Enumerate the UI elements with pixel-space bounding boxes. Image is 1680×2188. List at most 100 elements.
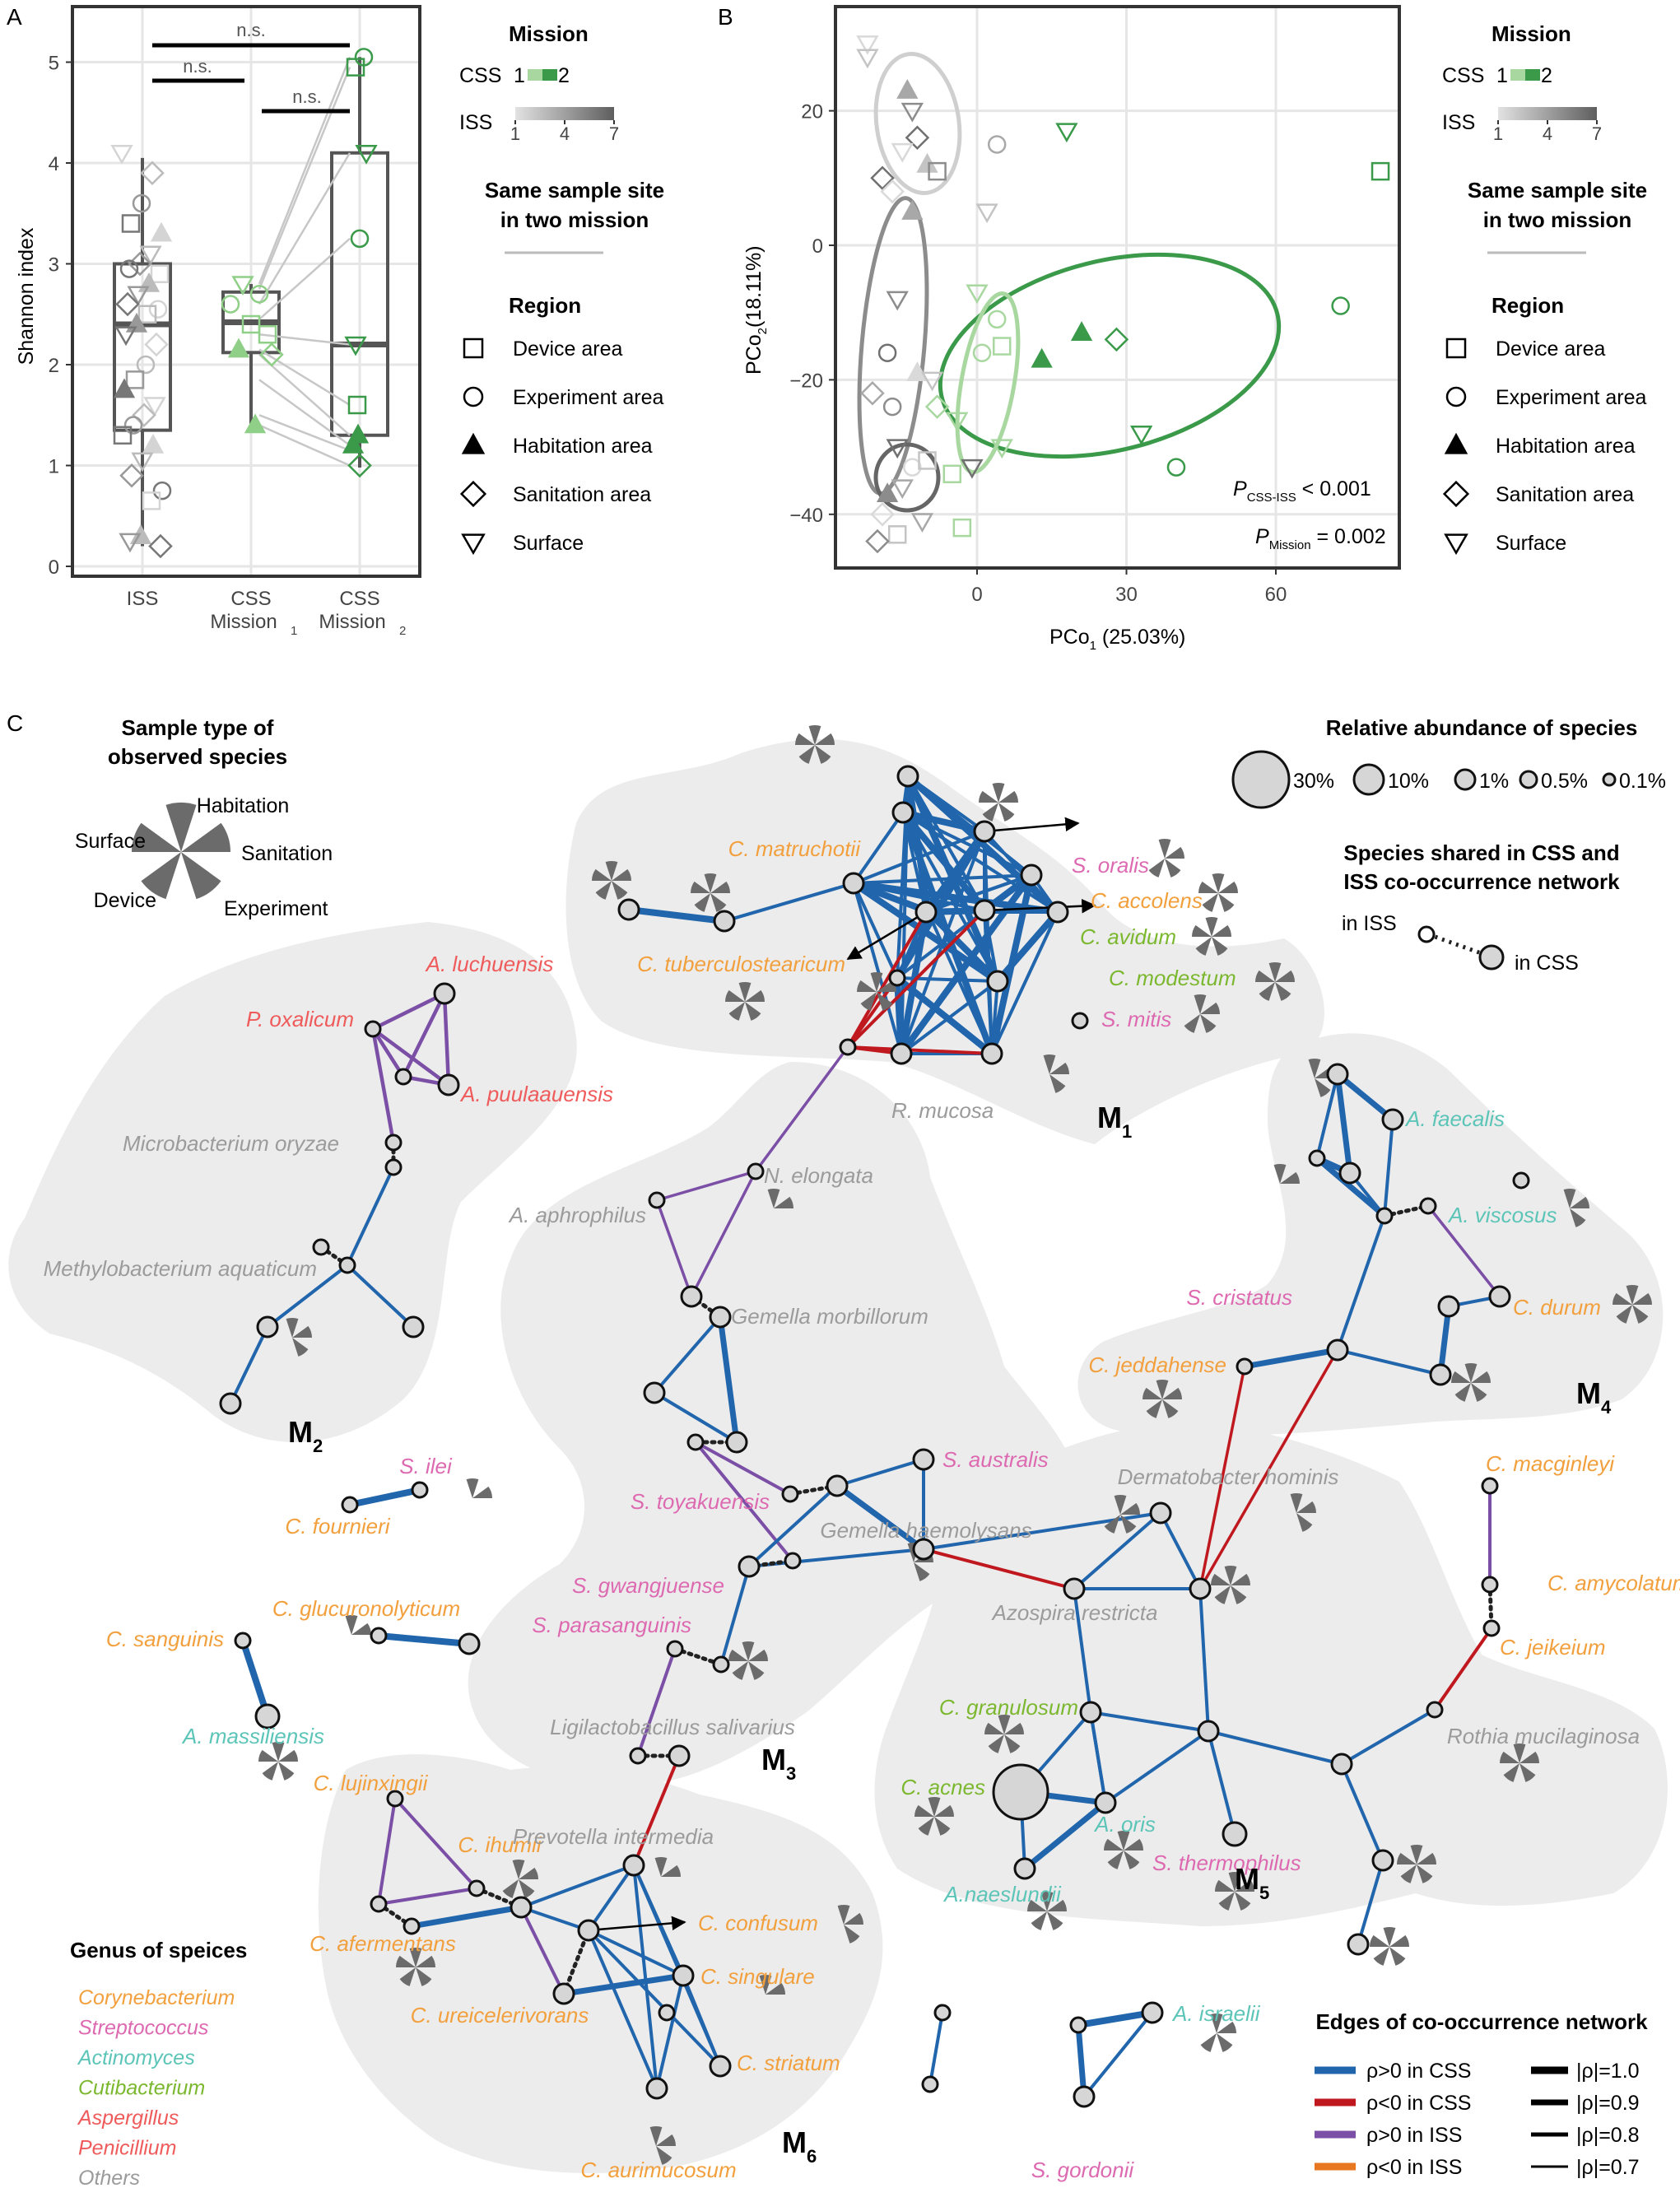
species-label-s_parasanguinis: S. parasanguinis	[532, 1613, 691, 1637]
species-node	[738, 1555, 761, 1578]
pie-slice	[1212, 924, 1231, 937]
iss-point-marker	[113, 378, 136, 398]
species-label-a_naeslundii: A.naeslundii	[942, 1882, 1062, 1906]
a-xlabel-iss: ISS	[127, 588, 159, 610]
genus-legend-item: Corynebacterium	[78, 1986, 235, 2009]
iss-point-marker	[128, 251, 152, 277]
css2-point-marker	[344, 336, 367, 356]
iss-point-marker	[150, 264, 170, 283]
species-node	[1222, 1821, 1248, 1847]
panel-a-points	[110, 48, 378, 559]
sample-type-sanitation: Sanitation	[241, 842, 333, 865]
genus-legend-item: Aspergillus	[77, 2107, 179, 2130]
iss-point-marker	[152, 481, 172, 500]
pie-slice	[258, 1749, 278, 1762]
module-sub: 2	[313, 1436, 323, 1456]
pie-slice	[857, 980, 877, 992]
species-label-c_fournieri: C. fournieri	[285, 1514, 390, 1539]
species-label-a_oris: A. oris	[1093, 1812, 1156, 1837]
iss-point-marker	[121, 214, 141, 233]
pie-slice	[1613, 1292, 1632, 1305]
species-node	[254, 1703, 281, 1729]
css1-point-marker	[249, 285, 269, 304]
pie-slice	[694, 893, 710, 912]
sample-type-pie	[1563, 1189, 1589, 1227]
pie-slice	[1296, 1513, 1313, 1532]
iss-point-marker	[142, 491, 161, 510]
pie-slice	[262, 1762, 278, 1781]
module-bg-m4	[1077, 1033, 1664, 1436]
species-node	[577, 1919, 600, 1942]
module-label: M3	[761, 1743, 796, 1784]
css2-point-marker	[350, 229, 370, 249]
sample-type-pie	[396, 1948, 435, 1986]
network-edge	[1336, 1348, 1442, 1376]
legend-region-marker	[463, 338, 484, 359]
pie-slice	[1280, 1171, 1300, 1184]
network-edge	[370, 1026, 451, 1087]
css1-point-marker	[258, 325, 277, 344]
legend-region-label: Habitation area	[513, 435, 653, 458]
pie-slice	[1373, 1947, 1389, 1966]
species-label-r_mucilaginosa: Rothia mucilaginosa	[1447, 1724, 1640, 1748]
pie-slice	[1117, 1831, 1130, 1850]
network-edge	[346, 1264, 415, 1329]
species-label-c_macginleyi: C. macginleyi	[1486, 1451, 1615, 1476]
species-node	[1338, 1162, 1361, 1185]
label-arrow	[984, 898, 1096, 914]
pie-slice	[1410, 1845, 1423, 1864]
species-node	[1488, 1285, 1511, 1308]
pie-slice	[1165, 859, 1181, 878]
species-node	[510, 1896, 533, 1919]
species-node	[891, 801, 914, 824]
abundance-circle	[1519, 770, 1538, 789]
species-node	[658, 2004, 676, 2022]
pie-slice	[1124, 1838, 1143, 1850]
network-edge	[1340, 1762, 1384, 1862]
b-css2-point-marker	[1104, 327, 1129, 352]
iss-point-marker	[110, 145, 133, 165]
pair-line	[258, 67, 351, 290]
pie-slice	[1120, 1515, 1137, 1534]
species-label-c_jeddahense: C. jeddahense	[1088, 1352, 1226, 1377]
b-iss-point-marker	[876, 482, 899, 503]
b-iss-point-marker	[860, 380, 885, 406]
network-edge	[723, 882, 855, 923]
pie-slice	[1632, 1305, 1649, 1324]
pie-slice	[998, 1715, 1011, 1734]
shared-css-label: in CSS	[1515, 952, 1579, 975]
species-node	[256, 1315, 279, 1338]
pie-slice	[181, 852, 221, 900]
species-node	[1071, 1012, 1089, 1030]
b-iss-point-marker	[920, 371, 944, 392]
sample-type-pie	[1142, 1380, 1182, 1418]
species-node	[1381, 1108, 1404, 1131]
species-node	[338, 1256, 356, 1274]
b-iss-point-marker	[870, 165, 895, 191]
network-edge	[900, 809, 988, 835]
b-ytick-label: 20	[801, 101, 823, 123]
pie-slice	[595, 881, 612, 900]
pie-slice	[914, 1562, 930, 1581]
species-label-a_viscosus: A. viscosus	[1447, 1203, 1557, 1227]
network-edge	[717, 1314, 740, 1445]
sample-type-pie	[132, 803, 230, 900]
pie-slice	[728, 1002, 745, 1021]
signif-label-2: n.s.	[183, 56, 212, 77]
legend-iss-num: 4	[1543, 123, 1552, 144]
b-css2-point-marker	[1166, 458, 1186, 477]
pie-slice	[1383, 1927, 1396, 1947]
network-edge	[442, 991, 451, 1087]
species-node	[709, 1306, 732, 1329]
genus-legend-item: Actinomyces	[77, 2046, 195, 2069]
b-iss-point-marker	[870, 502, 895, 527]
network-edge	[922, 1548, 1076, 1590]
legend-region-marker	[1445, 338, 1467, 359]
species-node	[1079, 1701, 1102, 1724]
edge-type-label: ρ>0 in ISS	[1366, 2124, 1462, 2147]
pie-slice	[815, 733, 835, 745]
network-edge	[894, 975, 995, 1057]
b-iss-point-marker	[865, 528, 890, 554]
sample-type-pie	[759, 1975, 785, 1995]
legend-css2-swatch	[542, 69, 557, 81]
